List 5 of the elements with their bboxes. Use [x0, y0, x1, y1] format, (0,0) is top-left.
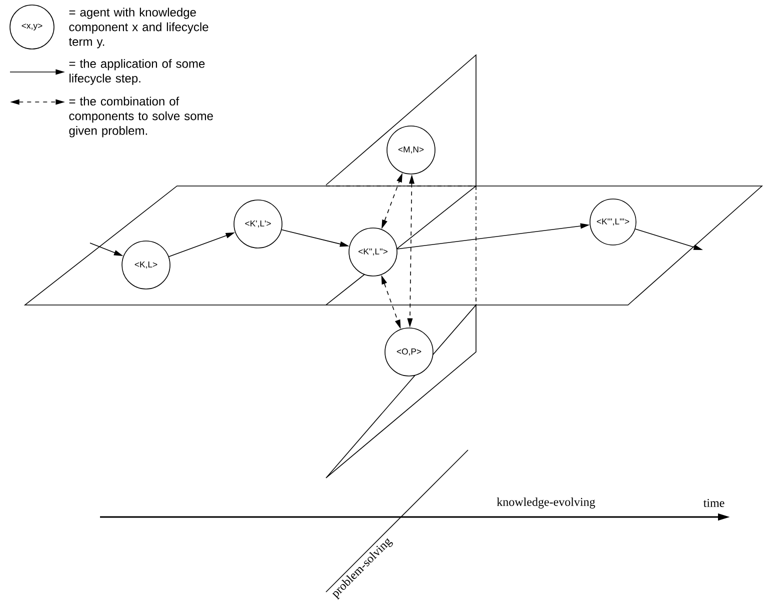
legend-text: = the combination of components to solve some given problem. [69, 96, 213, 138]
axis-label: time [703, 498, 724, 508]
legend-text: = the application of some lifecycle step. [69, 59, 205, 85]
legend-text: = agent with knowledge component x and lifecycle term y. [68, 8, 208, 48]
axis-label: knowledge-evolving [496, 498, 596, 508]
